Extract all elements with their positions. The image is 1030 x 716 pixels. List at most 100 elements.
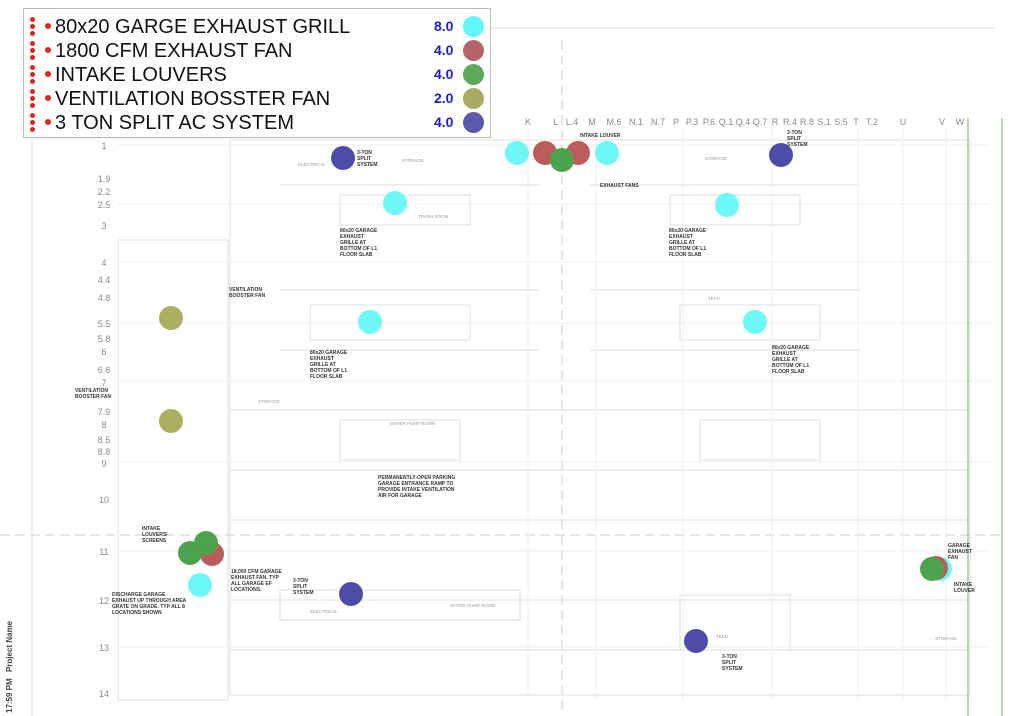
grid-column-labels: K L L.4 M M.6 N.1 N.7 P P.3 P.6 Q.1 Q.4 …	[525, 117, 965, 127]
grid-row-labels: 1 1.9 2.2 2.5 3 4 4.4 4.8 5.5 5.8 6 6.6 …	[98, 141, 111, 699]
grid-row-label: 4.8	[98, 293, 111, 303]
room-label: TECH	[716, 634, 728, 639]
grid-col-label: N.1	[629, 117, 643, 127]
bullet-icon	[45, 23, 51, 29]
grid-col-label: Q.4	[736, 117, 751, 127]
grid-col-label: R.4	[783, 117, 797, 127]
grid-col-label: T	[853, 117, 859, 127]
grid-row-label: 11	[99, 547, 108, 557]
grid-row-label: 8.5	[98, 435, 111, 445]
room-label: TECH	[708, 296, 720, 301]
bullet-icon	[45, 47, 51, 53]
grid-col-label: P	[673, 117, 679, 127]
legend-dots	[30, 41, 36, 61]
annotation: DISCHARGE GARAGE EXHAUST UP THROUGH AREA…	[112, 592, 186, 616]
room-label: STORAGE	[935, 636, 957, 641]
grid-row-label: 4	[101, 258, 106, 268]
column-gridlines	[118, 128, 990, 700]
annotation: INTAKE LOUVER	[954, 582, 975, 594]
grid-col-label: K	[525, 117, 531, 127]
annotation: 80x20 GARAGE EXHAUST GRILLE AT BOTTOM OF…	[772, 345, 810, 375]
annotation: 80x20 GARAGE EXHAUST GRILLE AT BOTTOM OF…	[669, 228, 707, 258]
grid-row-label: 1.9	[98, 174, 111, 184]
grid-row-label: 5.8	[98, 334, 111, 344]
legend-dots	[30, 113, 36, 133]
legend-count: 4.0	[434, 66, 454, 82]
split-ac-marker[interactable]	[769, 143, 793, 167]
exhaust-grill-marker[interactable]	[188, 573, 212, 597]
grid-col-label: M	[588, 117, 596, 127]
grid-col-label: P.6	[703, 117, 715, 127]
legend-dots	[30, 89, 36, 109]
legend-swatch	[463, 16, 484, 37]
annotation: 80x20 GARAGE EXHAUST GRILLE AT BOTTOM OF…	[340, 228, 378, 258]
split-ac-marker[interactable]	[331, 146, 355, 170]
grid-row-label: 1	[101, 141, 106, 151]
annotation: 18,000 CFM GARAGE EXHAUST FAN. TYP ALL G…	[231, 569, 282, 593]
grid-col-label: S.1	[817, 117, 831, 127]
split-ac-marker[interactable]	[684, 629, 708, 653]
bullet-icon	[45, 95, 51, 101]
grid-col-label: M.6	[606, 117, 621, 127]
grid-row-label: 6	[101, 347, 106, 357]
grid-row-label: 2.5	[98, 200, 111, 210]
annotation: EXHAUST FANS	[600, 183, 639, 189]
annotation: 80x20 GARAGE EXHAUST GRILLE AT BOTTOM OF…	[310, 350, 348, 380]
legend-item: INTAKE LOUVERS 4.0	[24, 63, 490, 87]
exhaust-grill-marker[interactable]	[383, 191, 407, 215]
grid-row-label: 12	[99, 596, 109, 606]
room-label: ELECTRICAL	[310, 609, 338, 614]
grid-row-label: 7	[101, 378, 106, 388]
booster-fan-marker[interactable]	[159, 306, 183, 330]
annotation: VENTILATION BOOSTER FAN	[75, 388, 112, 400]
intake-louver-marker[interactable]	[194, 531, 218, 555]
room-label: STORAGE	[258, 399, 280, 404]
grid-row-label: 14	[99, 689, 109, 699]
grid-row-label: 5.5	[98, 319, 111, 329]
exhaust-grill-marker[interactable]	[358, 310, 382, 334]
markers	[159, 141, 952, 653]
legend-item: 80x20 GARGE EXHAUST GRILL 8.0	[24, 15, 490, 39]
legend-label: 80x20 GARGE EXHAUST GRILL	[55, 16, 351, 38]
exhaust-grill-marker[interactable]	[505, 141, 529, 165]
grid-col-label: L.4	[566, 117, 579, 127]
room-label: STORAGE	[705, 156, 727, 161]
legend-label: VENTILATION BOSSTER FAN	[55, 88, 331, 110]
project-name: Project Name	[5, 620, 14, 672]
intake-louver-marker[interactable]	[550, 148, 574, 172]
annotation: VENTILATION BOOSTER FAN	[229, 287, 266, 299]
grid-row-label: 9	[101, 459, 106, 469]
annotation: 3-TON SPLIT SYSTEM	[357, 150, 378, 168]
grid-row-label: 8	[101, 420, 106, 430]
grid-row-label: 13	[99, 643, 109, 653]
grid-row-label: 7.9	[98, 407, 111, 417]
intake-louver-marker[interactable]	[920, 557, 944, 581]
legend-count: 4.0	[434, 42, 454, 58]
room-label: STORAGE	[402, 158, 424, 163]
room-labels: STORAGE ELECTRICAL TRASH ROOM STORAGE TE…	[258, 156, 957, 641]
split-ac-marker[interactable]	[339, 582, 363, 606]
grid-row-label: 6.6	[98, 365, 111, 375]
grid-col-label: T.2	[866, 117, 878, 127]
legend: 80x20 GARGE EXHAUST GRILL 8.0 1800 CFM E…	[23, 8, 491, 138]
grid-row-label: 3	[101, 221, 106, 231]
legend-label: 1800 CFM EXHAUST FAN	[55, 40, 293, 62]
exhaust-grill-marker[interactable]	[743, 310, 767, 334]
grid-col-label: S.5	[834, 117, 848, 127]
grid-col-label: Q.7	[753, 117, 768, 127]
room-label: ELECTRICAL	[298, 162, 326, 167]
room-label: WATER PUMP ROOM	[450, 603, 495, 608]
legend-swatch	[463, 88, 484, 109]
room-label: TRASH ROOM	[418, 214, 449, 219]
legend-label: INTAKE LOUVERS	[55, 64, 227, 86]
legend-item: VENTILATION BOSSTER FAN 2.0	[24, 87, 490, 111]
legend-item: 1800 CFM EXHAUST FAN 4.0	[24, 39, 490, 63]
booster-fan-marker[interactable]	[159, 409, 183, 433]
legend-label: 3 TON SPLIT AC SYSTEM	[55, 112, 294, 134]
grid-row-label: 8.8	[98, 447, 111, 457]
legend-count: 2.0	[434, 90, 454, 106]
exhaust-grill-marker[interactable]	[595, 141, 619, 165]
grid-col-label: Q.1	[719, 117, 734, 127]
exhaust-grill-marker[interactable]	[715, 193, 739, 217]
